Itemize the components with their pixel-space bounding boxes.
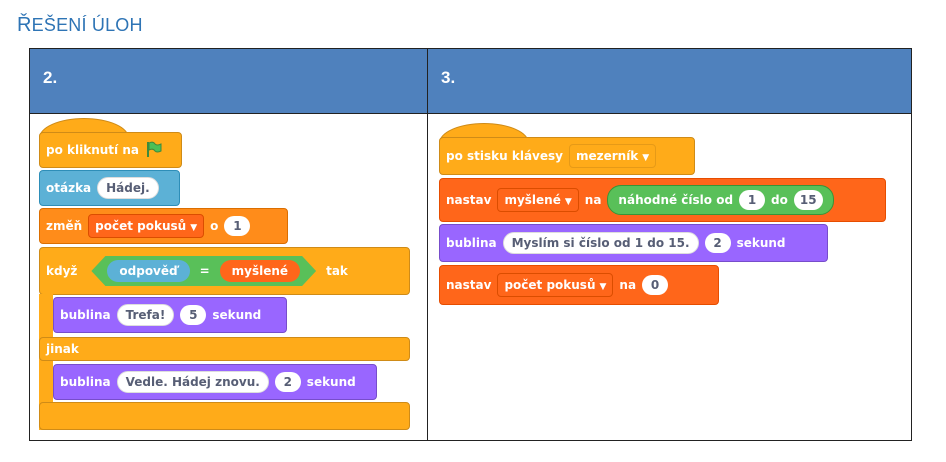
hat-label: po kliknutí na	[46, 143, 139, 157]
ask-label: otázka	[46, 181, 92, 195]
set-variable-block-1[interactable]: nastav myšlené▼ na náhodné číslo od 1 do…	[439, 178, 886, 222]
random-to-label: do	[771, 193, 788, 207]
caret-down-icon: ▼	[564, 197, 572, 207]
random-from-input[interactable]: 1	[739, 190, 766, 210]
solutions-table: 2. 3.	[29, 48, 912, 441]
col1-header: 2.	[30, 49, 427, 113]
set1-to-label: na	[584, 193, 602, 207]
if-label: když	[46, 264, 78, 278]
variable-dropdown[interactable]: počet pokusů▼	[88, 214, 205, 238]
else-bar: jinak	[39, 337, 410, 361]
when-flag-clicked-block[interactable]: po kliknutí na	[39, 132, 182, 168]
say2-text-input[interactable]: Vedle. Hádej znovu.	[116, 371, 269, 393]
say2-label: bublina	[60, 375, 111, 389]
when-key-pressed-block[interactable]: po stisku klávesy mezerník▼	[439, 137, 695, 175]
key-dropdown[interactable]: mezerník▼	[568, 144, 657, 168]
ask-text-input[interactable]: Hádej.	[97, 177, 159, 199]
col2-header: 3.	[428, 49, 911, 113]
change-label: změň	[46, 219, 83, 233]
if-else-arm	[39, 294, 53, 430]
heading-rest: EŠENÍ ÚLOH	[31, 15, 143, 35]
equals-operator[interactable]: odpověď = myšlené	[91, 256, 316, 286]
say-block-3[interactable]: bublina Myslím si číslo od 1 do 15. 2 se…	[439, 224, 828, 262]
say1-secs-input[interactable]: 5	[180, 305, 207, 325]
equals-sign: =	[199, 264, 210, 278]
say-block-1[interactable]: bublina Trefa! 5 sekund	[53, 297, 287, 333]
say3-text-input[interactable]: Myslím si číslo od 1 do 15.	[502, 232, 699, 254]
set-variable-block-2[interactable]: nastav počet pokusů▼ na 0	[439, 265, 719, 305]
caret-down-icon: ▼	[642, 153, 650, 163]
say1-label: bublina	[60, 308, 111, 322]
set2-to-label: na	[619, 278, 637, 292]
green-flag-icon	[145, 140, 163, 161]
change-value-input[interactable]: 1	[224, 216, 251, 236]
else-label: jinak	[46, 342, 79, 356]
variable-dropdown-3[interactable]: počet pokusů▼	[497, 273, 614, 297]
change-variable-block[interactable]: změň počet pokusů▼ o 1	[39, 208, 288, 244]
say3-secs-input[interactable]: 2	[704, 233, 731, 253]
key-hat-label: po stisku klávesy	[446, 149, 563, 163]
answer-reporter[interactable]: odpověď	[107, 260, 189, 282]
then-label: tak	[326, 264, 348, 278]
random-to-input[interactable]: 15	[793, 190, 823, 210]
if-else-bottom	[39, 402, 410, 430]
heading-first-letter: Ř	[17, 14, 32, 36]
header-divider	[30, 113, 911, 114]
section-heading: ŘEŠENÍ ÚLOH	[17, 14, 143, 37]
random-label: náhodné číslo od	[618, 193, 734, 207]
caret-down-icon: ▼	[190, 223, 198, 233]
caret-down-icon: ▼	[599, 282, 607, 292]
say1-text-input[interactable]: Trefa!	[116, 304, 175, 326]
say-block-2[interactable]: bublina Vedle. Hádej znovu. 2 sekund	[53, 364, 377, 400]
say2-unit: sekund	[306, 375, 356, 389]
set1-label: nastav	[446, 193, 492, 207]
say3-label: bublina	[446, 236, 497, 250]
change-by-label: o	[210, 219, 219, 233]
say3-unit: sekund	[736, 236, 786, 250]
variable-reporter[interactable]: myšlené	[220, 260, 300, 282]
column-divider	[427, 49, 428, 440]
say1-unit: sekund	[212, 308, 262, 322]
variable-dropdown-2[interactable]: myšlené▼	[497, 188, 579, 212]
set2-value-input[interactable]: 0	[642, 275, 669, 295]
set2-label: nastav	[446, 278, 492, 292]
pick-random-operator[interactable]: náhodné číslo od 1 do 15	[607, 185, 834, 215]
say2-secs-input[interactable]: 2	[274, 372, 301, 392]
ask-block[interactable]: otázka Hádej.	[39, 170, 180, 206]
if-else-block[interactable]: když odpověď = myšlené tak	[39, 247, 410, 295]
